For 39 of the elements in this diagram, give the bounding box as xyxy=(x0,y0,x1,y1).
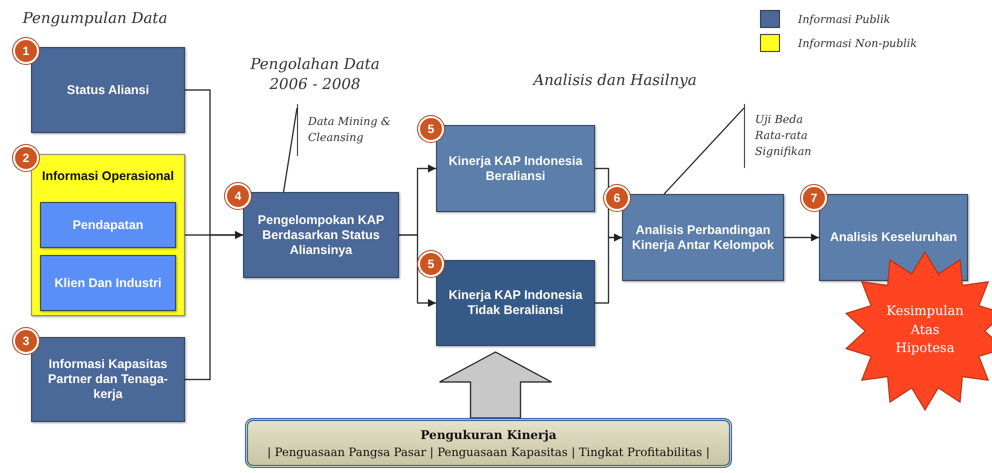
box-label: Analisis Perbandingan Kinerja Antar Kelompok xyxy=(631,222,775,252)
number-badge: 1 xyxy=(13,38,39,64)
panel-title: Pengukuran Kinerja xyxy=(420,428,556,442)
block-arrow xyxy=(438,351,552,419)
arrow xyxy=(784,234,819,242)
process-box xyxy=(40,202,176,248)
box-label: Kinerja KAP Indonesia Beraliansi xyxy=(448,154,584,184)
number-badge: 7 xyxy=(801,185,827,211)
measurement-panel xyxy=(245,418,732,468)
section-heading: Pengolahan Data 2006 - 2008 xyxy=(249,54,381,94)
box-label: Status Aliansi xyxy=(66,82,150,98)
box-label: Informasi Kapasitas Partner dan Tenaga-kerja xyxy=(47,357,169,402)
process-box xyxy=(40,255,176,311)
box-label: Kinerja KAP Indonesia Tidak Beraliansi xyxy=(448,288,584,318)
number-badge: 6 xyxy=(604,185,630,211)
number-badge: 3 xyxy=(13,328,39,354)
panel-text: | Penguasaan Pangsa Pasar | Penguasaan Kapasitas | Tingkat Profitabilitas | xyxy=(267,444,710,458)
number-badge: 5 xyxy=(418,251,444,277)
number-badge: 4 xyxy=(225,183,251,209)
note-text: Data Mining & Cleansing xyxy=(308,114,392,146)
legend-text: Informasi Publik xyxy=(798,12,890,26)
leader-line xyxy=(664,108,744,194)
section-heading: Pengumpulan Data xyxy=(22,8,168,28)
note-text: Uji Beda Rata-rata Signifikan xyxy=(755,112,812,160)
leader-line xyxy=(282,108,298,192)
box-label: Pendapatan xyxy=(72,218,144,232)
section-heading: Analisis dan Hasilnya xyxy=(531,70,698,90)
group-title: Informasi Operasional xyxy=(41,169,175,183)
arrow xyxy=(399,234,436,307)
conclusion-text: Kesimpulan Atas Hipotesa xyxy=(885,302,965,358)
box-label: Analisis Keseluruhan xyxy=(828,230,958,245)
number-badge: 2 xyxy=(13,145,39,171)
box-label: Klien Dan Industri xyxy=(54,276,162,290)
starburst-shape xyxy=(842,250,992,412)
arrow xyxy=(595,234,622,304)
number-badge: 5 xyxy=(418,116,444,142)
arrow xyxy=(185,231,243,380)
legend-text: Informasi Non-publik xyxy=(798,36,917,50)
box-label: Pengelompokan KAP Berdasarkan Status Aliansinya xyxy=(256,212,386,258)
